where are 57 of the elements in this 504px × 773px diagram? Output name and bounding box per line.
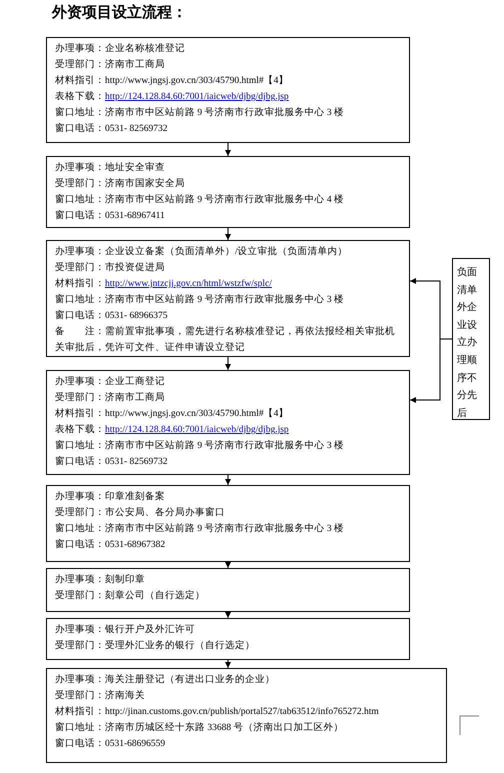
text-line: 备 注：需前置审批事项，需先进行名称核准登记，再依法报经相关审批机关审批后，凭许可文件、证件申请设立登记 [55, 325, 396, 355]
text-line: 窗口电话：0531- 82569732 [55, 455, 169, 469]
text-line: 受理部门：市投资促进局 [55, 261, 166, 275]
text-line: 受理部门：济南市国家安全局 [55, 177, 186, 191]
text-line: 材料指引：http://jinan.customs.gov.cn/publish/portal527/tab63512/info765272.htm [55, 705, 380, 719]
step-box [46, 37, 410, 143]
text-line: 窗口电话：0531- 68966375 [55, 309, 169, 323]
text-line: 受理部门：济南市工商局 [55, 58, 166, 72]
link: http://www.jntzcjj.gov.cn/html/wstzfw/splc/ [105, 279, 272, 289]
text-line: 窗口地址：济南市市中区站前路 9 号济南市行政审批服务中心 3 楼 [55, 106, 345, 120]
text-line: 受理部门：市公安局、各分局办事窗口 [55, 506, 226, 520]
arrow [225, 660, 231, 668]
text-line: 窗口电话：0531-68967411 [55, 209, 166, 223]
text-line: 材料指引：http://www.jngsj.gov.cn/303/45790.html#【4】 [55, 407, 290, 421]
arrow [410, 338, 452, 403]
link: http://124.128.84.60:7001/iaicweb/djbg/djbg.jsp [105, 425, 289, 435]
step-box [46, 485, 410, 562]
step-box [46, 618, 410, 660]
text-line: 办理事项：企业名称核准登记 [55, 42, 186, 56]
text-line: 材料指引：http://www.jntzcjj.gov.cn/html/wstzfw/splc/ [55, 277, 273, 291]
step-box [46, 156, 410, 228]
text-line: 受理部门：刻章公司（自行选定） [55, 589, 206, 603]
text-line: 办理事项：刻制印章 [55, 573, 146, 587]
text-line: 表格下载：http://124.128.84.60:7001/iaicweb/djbg/djbg.jsp [55, 90, 290, 104]
arrow [225, 356, 231, 370]
text-line: 办理事项：企业设立备案（负面清单外）/设立审批（负面清单内） [55, 245, 349, 259]
text-line: 负面清单外企业设立办理顺序不分先后 [457, 266, 478, 421]
text-line: 办理事项：银行开户及外汇许可 [55, 623, 196, 637]
text-line: 窗口电话：0531-68967382 [55, 538, 166, 552]
text-line: 窗口电话：0531-68696559 [55, 737, 166, 751]
arrow [225, 562, 231, 568]
arrow [225, 142, 231, 156]
step-box [46, 668, 447, 763]
text-line: 办理事项：海关注册登记（有进出口业务的企业） [55, 673, 276, 687]
step-box [46, 568, 410, 612]
title: 外资项目设立流程： [52, 3, 187, 22]
arrow [225, 474, 231, 486]
link: http://124.128.84.60:7001/iaicweb/djbg/djbg.jsp [105, 92, 289, 102]
text-line: 窗口地址：济南市历城区经十东路 33688 号（济南出口加工区外） [55, 721, 344, 735]
step-box [46, 240, 410, 357]
note-box [452, 258, 490, 420]
arrow [225, 228, 231, 240]
text-line: 窗口地址：济南市市中区站前路 9 号济南市行政审批服务中心 3 楼 [55, 293, 345, 307]
text-line: 窗口地址：济南市市中区站前路 9 号济南市行政审批服务中心 3 楼 [55, 439, 345, 453]
text-line: 受理部门：济南市工商局 [55, 391, 166, 405]
text-line: 办理事项：企业工商登记 [55, 375, 166, 389]
text-line: 材料指引：http://www.jngsj.gov.cn/303/45790.html#【4】 [55, 74, 290, 88]
text-line: 受理部门：济南海关 [55, 689, 146, 703]
text-line: 窗口地址：济南市市中区站前路 9 号济南市行政审批服务中心 4 楼 [55, 193, 345, 207]
text-line: 受理部门：受理外汇业务的银行（自行选定） [55, 639, 256, 653]
arrow [225, 612, 231, 618]
text-line: 表格下载：http://124.128.84.60:7001/iaicweb/djbg/djbg.jsp [55, 423, 290, 437]
text-line: 窗口地址：济南市市中区站前路 9 号济南市行政审批服务中心 3 楼 [55, 522, 345, 536]
text-line: 办理事项：地址安全审查 [55, 161, 166, 175]
step-box [46, 370, 410, 475]
text-line: 办理事项：印章准刻备案 [55, 490, 166, 504]
text-line: 窗口电话：0531- 82569732 [55, 122, 169, 136]
